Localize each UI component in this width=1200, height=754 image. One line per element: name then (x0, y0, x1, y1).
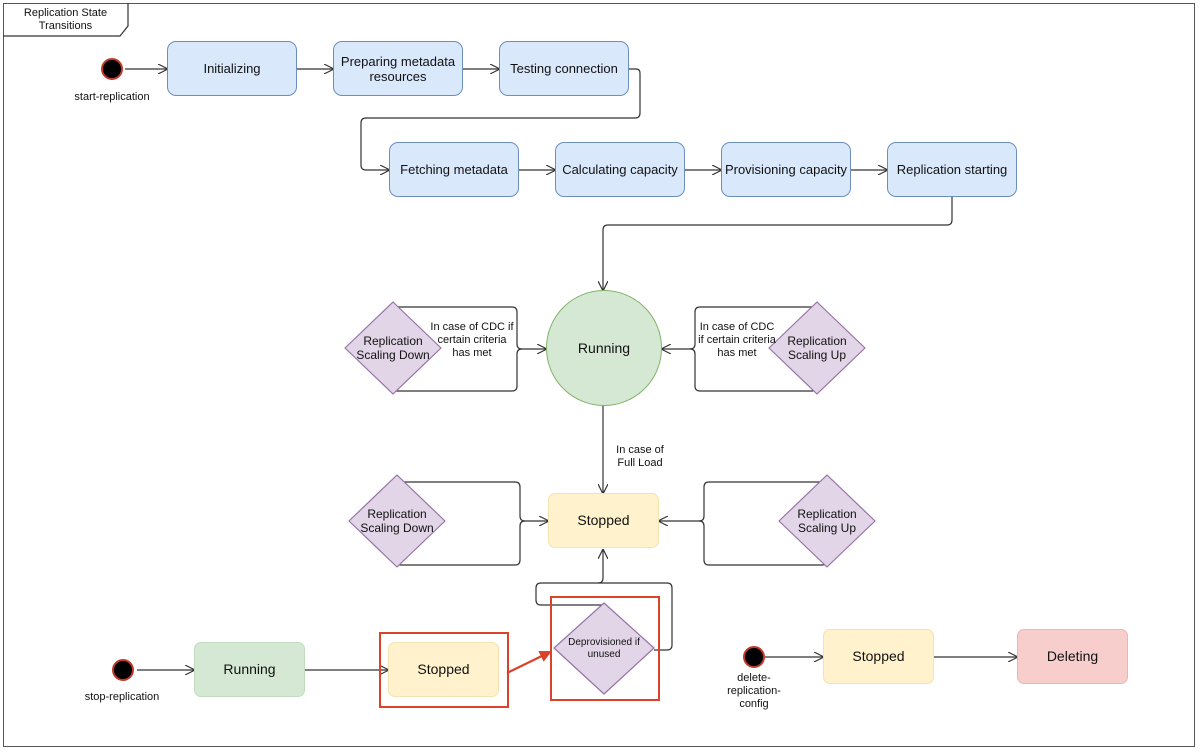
stop-replication-label: stop-replication (84, 691, 160, 703)
diamond-scaling-down-running (344, 301, 442, 395)
diagram-title: Replication State Transitions (23, 6, 108, 32)
state-provisioning-capacity: Provisioning capacity (721, 142, 851, 197)
stop-state-stopped: Stopped (388, 642, 499, 697)
delete-state-stopped: Stopped (823, 629, 934, 684)
state-running: Running (546, 290, 662, 406)
cdc-note-left: In case of CDC if certain criteria has m… (430, 321, 514, 359)
running-scaling-down-label: Replication Scaling Down (356, 334, 430, 362)
stop-state-running: Running (194, 642, 305, 697)
state-deleting: Deleting (1017, 629, 1128, 684)
state-testing-connection: Testing connection (499, 41, 629, 96)
cdc-note-right: In case of CDC if certain criteria has m… (698, 321, 776, 359)
diamond-scaling-up-stopped (778, 474, 876, 568)
start-replication-node (101, 58, 123, 80)
highlight-box-stopped (379, 632, 509, 708)
state-replication-starting: Replication starting (887, 142, 1017, 197)
deprovisioned-label: Deprovisioned if unused (568, 637, 640, 660)
diamond-deprovisioned (553, 602, 655, 695)
state-calculating-capacity: Calculating capacity (555, 142, 685, 197)
stopped-scaling-down-label: Replication Scaling Down (360, 507, 434, 535)
delete-replication-config-label: delete-replication-config (727, 672, 781, 710)
stopped-scaling-up-label: Replication Scaling Up (797, 507, 857, 535)
state-stopped: Stopped (548, 493, 659, 548)
start-replication-label: start-replication (74, 91, 150, 103)
state-preparing-metadata: Preparing metadata resources (333, 41, 463, 96)
full-load-note: In case of Full Load (616, 444, 664, 469)
state-fetching-metadata: Fetching metadata (389, 142, 519, 197)
diagram-frame (3, 3, 1195, 747)
diamond-scaling-down-stopped (348, 474, 446, 568)
state-initializing: Initializing (167, 41, 297, 96)
diamond-scaling-up-running (768, 301, 866, 395)
stop-replication-node (112, 659, 134, 681)
delete-replication-config-node (743, 646, 765, 668)
highlight-box-deprovisioned (550, 596, 660, 701)
running-scaling-up-label: Replication Scaling Up (787, 334, 847, 362)
